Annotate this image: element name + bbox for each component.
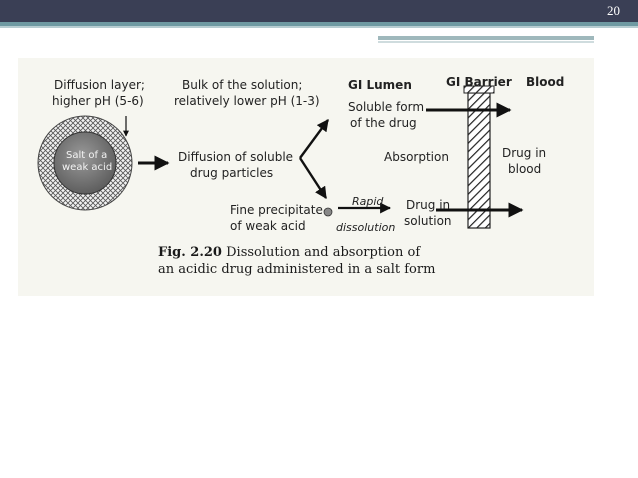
drug-particles-label: drug particles [190, 166, 274, 180]
drug-in-solution-label: Drug in [406, 198, 451, 212]
arrow-to-soluble-form [299, 119, 329, 159]
bulk-solution-label: Bulk of the solution; [182, 78, 303, 92]
dissolution-label: dissolution [336, 221, 396, 234]
arrow-to-precipitate [298, 157, 328, 200]
blood-label: blood [508, 162, 542, 176]
blood-header: Blood [526, 75, 565, 89]
figure-number: Fig. 2.20 [158, 245, 222, 260]
rapid-label: Rapid [352, 195, 384, 208]
soluble-form-label: Soluble form [348, 100, 425, 114]
weak-acid-precipitate-label: of weak acid [230, 219, 306, 233]
solution-label: solution [404, 214, 452, 228]
salt-label: Salt of a [66, 150, 108, 161]
of-the-drug-label: of the drug [350, 116, 417, 130]
bulk-ph-label: relatively lower pH (1-3) [174, 94, 320, 108]
figure-diagram [37, 85, 524, 229]
drug-in-blood-label: Drug in [502, 146, 547, 160]
absorption-label: Absorption [384, 150, 449, 164]
gi-barrier-header: GI Barrier [446, 75, 512, 89]
figure-caption-line2: an acidic drug administered in a salt fo… [158, 262, 436, 277]
figure-dissolution-absorption: Diffusion layer; higher pH (5-6) Salt of… [18, 58, 594, 296]
accent-line [0, 22, 638, 26]
gi-lumen-header: GI Lumen [348, 78, 412, 92]
decorative-rule [378, 36, 594, 40]
accent-line-secondary [0, 26, 638, 28]
diffusion-soluble-label: Diffusion of soluble [178, 150, 294, 164]
precipitate-particle [323, 207, 333, 217]
fine-precipitate-label: Fine precipitate [230, 203, 323, 217]
diffusion-layer-label: Diffusion layer; [54, 78, 145, 92]
title-bar [0, 0, 638, 22]
slide-number: 20 [607, 3, 620, 18]
decorative-rule-thin [378, 41, 594, 43]
salt-core [53, 131, 117, 195]
gi-barrier [467, 92, 491, 229]
figure-caption-line1: Fig. 2.20 Dissolution and absorption of [158, 244, 420, 261]
gi-barrier-cap [463, 85, 495, 94]
caption-text-1: Dissolution and absorption of [226, 245, 421, 260]
diffusion-layer-ph-label: higher pH (5-6) [52, 94, 144, 108]
weak-acid-label: weak acid [62, 162, 113, 173]
